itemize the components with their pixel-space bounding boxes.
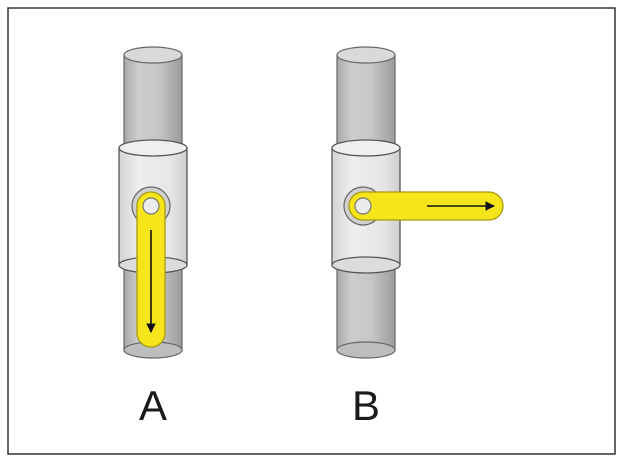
valve-b: B: [331, 46, 504, 429]
valve-a: A: [118, 46, 188, 429]
valve-handle: [348, 191, 504, 221]
valve-label: B: [352, 382, 380, 429]
diagram-frame: [7, 7, 616, 455]
valve-label: A: [139, 382, 167, 429]
